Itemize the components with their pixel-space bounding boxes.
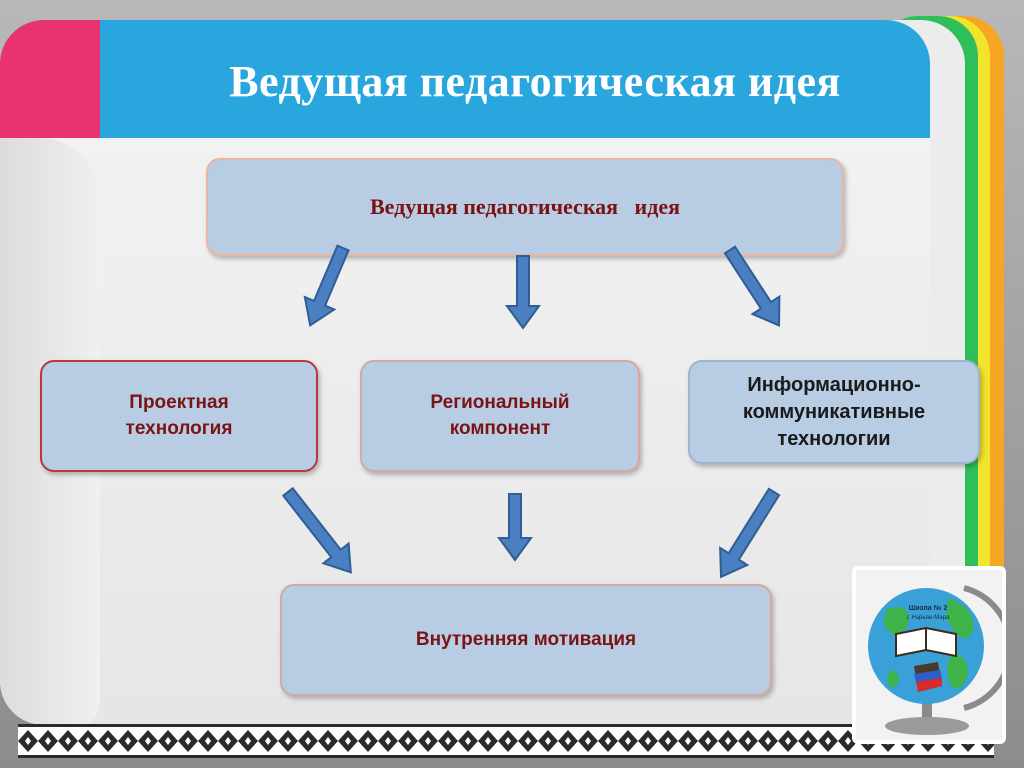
page-title: Ведущая педагогическая идея	[229, 57, 841, 106]
box-leading-idea-label: Ведущая педагогическая идея	[369, 194, 681, 219]
logo-line1: Школа № 2	[909, 604, 948, 612]
ornament-strip	[18, 724, 994, 758]
box-leading-idea: Ведущая педагогическая идея	[206, 158, 844, 256]
box-inner-motivation: Внутренняя мотивация	[280, 584, 772, 696]
box-project-line1: Проектная	[129, 392, 229, 414]
box-project-technology: Проектная технология	[40, 360, 318, 472]
logo-line2: г. Нарьян-Мара	[907, 615, 950, 621]
box-inner-motivation-label: Внутренняя мотивация	[415, 629, 637, 650]
pink-corner	[0, 20, 100, 138]
box-regional-line1: Региональный	[430, 392, 570, 414]
box-regional-line2: компонент	[449, 418, 551, 439]
globe-logo-icon: Школа № 2 г. Нарьян-Мара	[856, 570, 1014, 740]
arrow-left-to-bottom	[281, 486, 352, 574]
arrow-right-to-bottom	[719, 487, 781, 579]
box-ict-line1: Информационно-	[747, 373, 921, 396]
arrow-middle-to-bottom	[497, 493, 533, 562]
school-logo-frame: Школа № 2 г. Нарьян-Мара	[852, 566, 1014, 744]
box-regional-component: Региональный компонент	[360, 360, 640, 472]
arrow-top-to-right	[723, 245, 781, 327]
box-ict-line3: технологии	[777, 427, 891, 450]
title-band	[0, 20, 930, 138]
arrow-top-to-middle	[505, 255, 541, 330]
arrow-top-to-left	[303, 244, 350, 327]
box-project-line2: технология	[125, 418, 233, 439]
box-ict-line2: коммуникативные	[742, 400, 926, 423]
box-ict: Информационно- коммуникативные технологи…	[688, 360, 980, 464]
